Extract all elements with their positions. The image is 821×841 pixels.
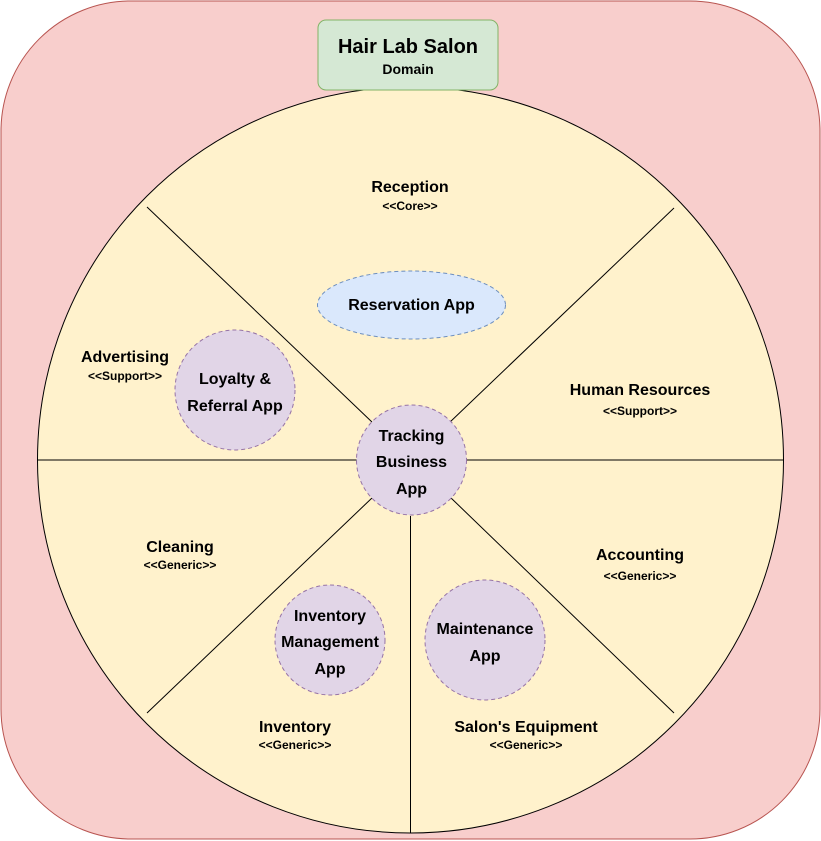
sector-label-advertising: Advertising <<Support>>: [81, 349, 169, 383]
sector-name: Salon's Equipment: [454, 719, 598, 736]
tracking-business-app: Tracking Business App: [356, 404, 467, 516]
maintenance-app-label-line2: App: [469, 648, 500, 665]
sector-name: Inventory: [259, 719, 331, 736]
divider-upper-right: [448, 207, 675, 424]
loyalty-app-label-line2: Referral App: [187, 398, 283, 415]
sector-name: Accounting: [596, 547, 684, 564]
tracking-app-label-line2: Business: [376, 454, 447, 471]
sector-stereotype: <<Generic>>: [144, 558, 217, 572]
inventory-app-label-line3: App: [314, 661, 345, 678]
maintenance-app-label-line1: Maintenance: [437, 621, 534, 638]
sector-label-inventory: Inventory <<Generic>>: [259, 719, 332, 752]
sector-label-human-resources: Human Resources <<Support>>: [570, 382, 711, 418]
sector-name: Advertising: [81, 349, 169, 366]
tracking-app-label-line1: Tracking: [379, 428, 445, 445]
inventory-management-app-shape: [274, 584, 386, 696]
sector-stereotype: <<Support>>: [88, 369, 162, 383]
sector-stereotype: <<Generic>>: [604, 569, 677, 583]
divider-lower-right: [449, 496, 675, 714]
loyalty-referral-app: Loyalty & Referral App: [174, 329, 296, 451]
tracking-business-app-shape: [356, 404, 467, 516]
domain-subtitle: Domain: [382, 61, 433, 77]
maintenance-app: Maintenance App: [424, 579, 546, 701]
sector-name: Cleaning: [146, 539, 214, 556]
sector-stereotype: <<Support>>: [603, 404, 677, 418]
divider-lower-left: [146, 496, 374, 714]
sector-name: Human Resources: [570, 382, 711, 399]
reservation-app: Reservation App: [317, 270, 506, 340]
sector-name: Reception: [371, 179, 448, 196]
sector-dividers: [37, 206, 784, 833]
loyalty-referral-app-shape: [174, 329, 296, 451]
sector-label-cleaning: Cleaning <<Generic>>: [144, 539, 217, 572]
loyalty-app-label-line1: Loyalty &: [199, 371, 271, 388]
inventory-app-label-line1: Inventory: [294, 608, 366, 625]
maintenance-app-shape: [424, 579, 546, 701]
sector-stereotype: <<Generic>>: [259, 738, 332, 752]
domain-title-box: Hair Lab Salon Domain: [317, 19, 499, 91]
sector-label-reception: Reception <<Core>>: [371, 179, 448, 213]
sector-stereotype: <<Generic>>: [490, 738, 563, 752]
tracking-app-label-line3: App: [396, 481, 427, 498]
divider-upper-left: [146, 206, 374, 424]
reservation-app-shape: [317, 270, 506, 340]
domain-box: [317, 19, 499, 91]
domain-title: Hair Lab Salon: [338, 36, 478, 58]
sector-stereotype: <<Core>>: [382, 199, 437, 213]
sector-label-accounting: Accounting <<Generic>>: [596, 547, 684, 583]
inventory-management-app: Inventory Management App: [274, 584, 386, 696]
sector-label-salons-equipment: Salon's Equipment <<Generic>>: [454, 719, 598, 752]
inventory-app-label-line2: Management: [281, 634, 379, 651]
reservation-app-label: Reservation App: [348, 297, 475, 314]
